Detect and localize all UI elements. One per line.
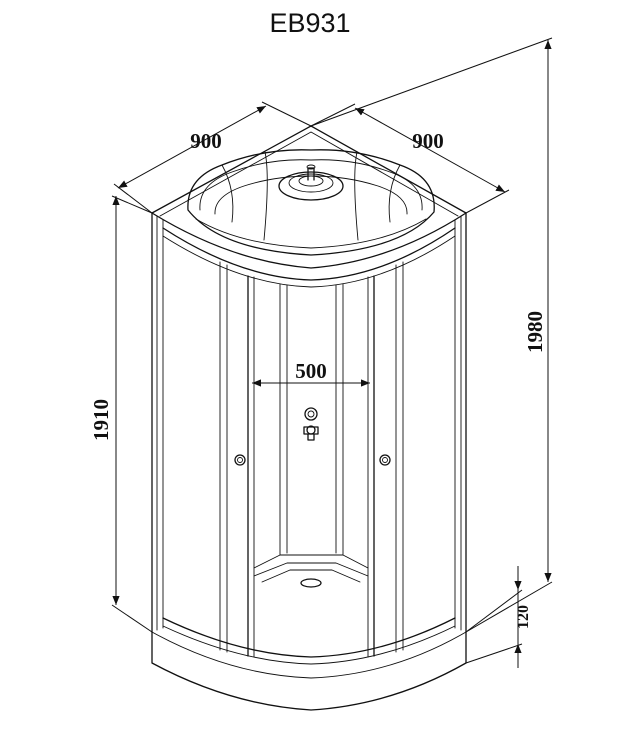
back-wall [253, 283, 369, 588]
dimension-door-opening: 500 [252, 359, 370, 387]
dimension-label-total-height: 1980 [523, 311, 547, 353]
dimension-width-right: 900 [310, 103, 510, 214]
dimension-total-height: 1980 [310, 37, 553, 633]
dimension-label-width-left: 900 [190, 129, 222, 153]
dimension-label-door-opening: 500 [295, 359, 327, 383]
dimension-tray-height: 120 [465, 566, 532, 668]
drawing-title: EB931 [269, 8, 350, 38]
dimension-width-left: 900 [113, 101, 312, 214]
dimension-label-tray-height: 120 [515, 605, 532, 629]
shower-tray [151, 631, 467, 711]
dimension-cabin-height: 1910 [89, 195, 153, 633]
dimension-label-cabin-height: 1910 [89, 399, 113, 441]
dimension-label-width-right: 900 [412, 129, 444, 153]
cabin-frame [151, 212, 467, 665]
